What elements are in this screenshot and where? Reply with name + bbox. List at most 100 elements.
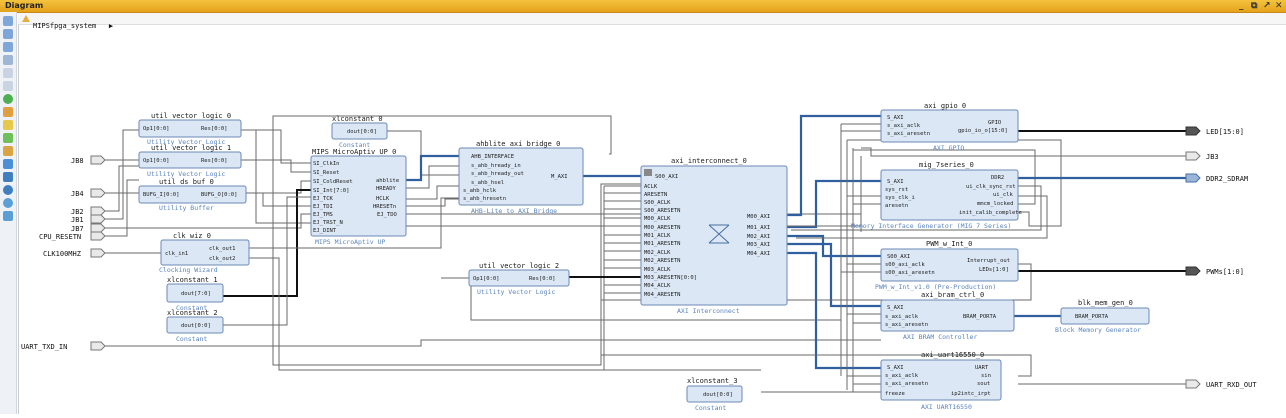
block-axi-interconnect[interactable]: axi_interconnect_0 S00_AXI ACLK ARESETN …: [640, 157, 788, 315]
block-util-vector-logic-2[interactable]: util_vector_logic_2 Op1[0:0] Res[0:0] Ut…: [468, 262, 570, 296]
pin-label: S00_AXI: [887, 254, 910, 260]
svg-text:DDR2_SDRAM: DDR2_SDRAM: [1206, 175, 1248, 183]
pin-label: M01_ARESETN: [644, 241, 680, 247]
float-button[interactable]: ↗: [1263, 1, 1271, 11]
restore-button[interactable]: ⧉: [1251, 1, 1258, 11]
block-title: mig_7series_0: [919, 161, 974, 169]
layout-icon[interactable]: [3, 172, 13, 182]
block-title: axi_gpio_0: [924, 102, 966, 110]
block-xlconstant-2[interactable]: xlconstant_2 dout[0:0] Constant: [166, 309, 224, 343]
port-jb3[interactable]: JB3: [1185, 151, 1219, 161]
port-ddr2-sdram[interactable]: DDR2_SDRAM: [1185, 173, 1248, 183]
close-button[interactable]: ✕: [1275, 1, 1283, 11]
pin-label: s_axi_aclk: [885, 373, 919, 379]
block-title: xlconstant_3: [687, 377, 738, 385]
block-util-ds-buf-0[interactable]: util_ds_buf_0 BUFG_I[0:0] BUFG_O[0:0] Ut…: [138, 178, 247, 212]
run-connection-icon[interactable]: [3, 159, 13, 169]
pin-label: s_ahb_hready_in: [471, 163, 521, 169]
zoom-area-icon[interactable]: [3, 55, 13, 65]
pin-label: ARESETN: [644, 192, 667, 198]
block-title: blk_mem_gen_0: [1078, 299, 1133, 307]
block-axi-uart16550[interactable]: axi_uart16550_0 S_AXI s_axi_aclk s_axi_a…: [880, 351, 1002, 411]
pin-label: S00_ARESETN: [644, 208, 680, 214]
input-ports: JB8 JB4 JB2 JB1 JB7 CPU_RESETN CLK100MHZ…: [21, 155, 106, 351]
block-subtitle: Constant: [339, 141, 370, 149]
svg-text:JB1: JB1: [71, 216, 84, 224]
regenerate-icon[interactable]: [3, 185, 13, 195]
block-mig-7series[interactable]: mig_7series_0 S_AXI sys_rst sys_clk_i ar…: [851, 161, 1022, 230]
find-icon[interactable]: [3, 198, 13, 208]
svg-text:PWMs[1:0]: PWMs[1:0]: [1206, 268, 1244, 276]
pin-label: LEDs[1:0]: [979, 267, 1009, 273]
pin-label: ui_clk: [993, 192, 1014, 198]
block-subtitle: Constant: [695, 404, 726, 412]
block-axi-bram-ctrl[interactable]: axi_bram_ctrl_0 S_AXI s_axi_aclk s_axi_a…: [880, 291, 1015, 341]
port-cpu-resetn[interactable]: CPU_RESETN: [39, 231, 106, 241]
pin-label: s_ahb_hresetn: [463, 196, 506, 202]
pin-label: Res[0:0]: [529, 276, 556, 282]
crossbar-icon: [708, 224, 730, 244]
block-blk-mem-gen[interactable]: blk_mem_gen_0 BRAM_PORTA Block Memory Ge…: [1055, 299, 1150, 334]
pin-label: s_axi_aresetn: [885, 381, 928, 387]
pin-label: aresetn: [885, 203, 908, 209]
svg-text:LED[15:0]: LED[15:0]: [1206, 128, 1244, 136]
diagram-canvas[interactable]: util_vector_logic_0 Op1[0:0] Res[0:0] Ut…: [18, 25, 1286, 414]
port-jb7[interactable]: JB7: [71, 223, 106, 233]
block-util-vector-logic-1[interactable]: util_vector_logic_1 Op1[0:0] Res[0:0] Ut…: [138, 144, 242, 178]
settings-icon[interactable]: [3, 211, 13, 221]
diagram-content: util_vector_logic_0 Op1[0:0] Res[0:0] Ut…: [21, 102, 1257, 412]
pin-label: EJ_TDO: [377, 212, 397, 218]
pin-label: dout[7:0]: [181, 291, 211, 297]
block-clk-wiz-0[interactable]: clk_wiz_0 clk_in1 clk_out1 clk_out2 Cloc…: [159, 232, 250, 274]
zoom-in-icon[interactable]: [3, 16, 13, 26]
move-icon[interactable]: [3, 81, 13, 91]
block-subtitle: PWM_w_Int_v1.0 (Pre-Production): [875, 283, 996, 291]
port-jb2[interactable]: JB2: [71, 206, 106, 216]
pin-label: M02_ARESETN: [644, 258, 680, 264]
block-ahblite-axi-bridge[interactable]: ahblite_axi_bridge_0 AHB_INTERFACE s_ahb…: [458, 140, 584, 215]
block-subtitle: Utility Vector Logic: [477, 288, 555, 296]
block-subtitle: Utility Vector Logic: [147, 170, 225, 178]
refresh-icon[interactable]: [3, 94, 13, 104]
pin-label: Op1[0:0]: [473, 276, 500, 282]
port-jb8[interactable]: JB8: [71, 155, 106, 165]
zoom-out-icon[interactable]: [3, 29, 13, 39]
pin-label: BRAM_PORTA: [963, 314, 997, 320]
block-title: ahblite_axi_bridge_0: [476, 140, 560, 148]
port-jb1[interactable]: JB1: [71, 214, 106, 224]
block-title: util_ds_buf_0: [159, 178, 214, 186]
pin-label: EJ_TMS: [313, 212, 333, 218]
pin-label: S_AXI: [887, 365, 904, 371]
pin-label: HRESETn: [373, 204, 396, 210]
block-xlconstant-1[interactable]: xlconstant_1 dout[7:0] Constant: [166, 276, 224, 312]
pin-label: M02_AXI: [747, 234, 770, 240]
zoom-fit-icon[interactable]: [3, 42, 13, 52]
block-axi-gpio[interactable]: axi_gpio_0 S_AXI s_axi_aclk s_axi_areset…: [880, 102, 1019, 152]
port-pwms[interactable]: PWMs[1:0]: [1185, 266, 1244, 276]
validate-icon[interactable]: [3, 120, 13, 130]
window-title: Diagram: [5, 1, 44, 10]
block-xlconstant-3[interactable]: xlconstant_3 dout[0:0] Constant: [686, 377, 743, 412]
minimize-button[interactable]: _: [1239, 1, 1244, 11]
port-uart-rxd-out[interactable]: UART_RXD_OUT: [1185, 379, 1257, 389]
breadcrumb-arrow-icon: ▶: [108, 22, 114, 30]
breadcrumb-design[interactable]: MIPSfpga_system: [33, 22, 97, 30]
port-clk100mhz[interactable]: CLK100MHZ: [43, 248, 106, 258]
pin-label: M01_ACLK: [644, 233, 671, 239]
add-ip-icon[interactable]: [3, 133, 13, 143]
port-jb4[interactable]: JB4: [71, 188, 106, 198]
block-util-vector-logic-0[interactable]: util_vector_logic_0 Op1[0:0] Res[0:0] Ut…: [138, 112, 242, 146]
block-pwm-w-int[interactable]: PWM_w_Int_0 S00_AXI s00_axi_aclk s00_axi…: [875, 240, 1019, 291]
cut-icon[interactable]: [3, 146, 13, 156]
expand-icon[interactable]: [644, 169, 652, 176]
pin-label: ui_clk_sync_rst: [966, 184, 1016, 190]
pin-icon[interactable]: [3, 107, 13, 117]
block-mips-microaptiv[interactable]: MIPS_MicroAptiv_UP_0 SI_ClkIn SI_Reset S…: [310, 148, 407, 246]
pin-label: M03_ARESETN[0:0]: [644, 275, 697, 281]
block-title: MIPS_MicroAptiv_UP_0: [312, 148, 396, 156]
block-xlconstant-0[interactable]: xlconstant_0 dout[0:0] Constant: [331, 115, 388, 149]
port-uart-txd-in[interactable]: UART_TXD_IN: [21, 341, 106, 351]
select-icon[interactable]: [3, 68, 13, 78]
pin-label: M03_ACLK: [644, 267, 671, 273]
port-led[interactable]: LED[15:0]: [1185, 126, 1244, 136]
